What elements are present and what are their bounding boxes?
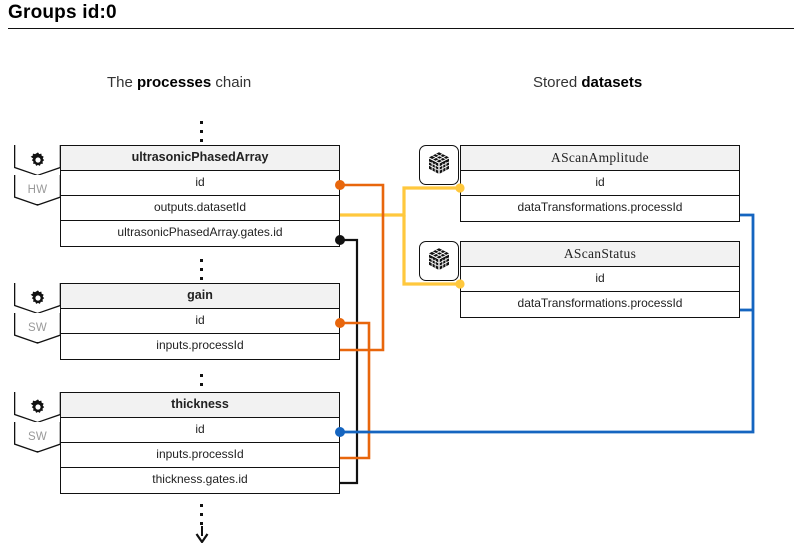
process-table-gain[interactable]: gain id inputs.processId [60, 283, 340, 360]
page-title: Groups id:0 [8, 2, 117, 23]
process-name-ultrasonicphasedarray: ultrasonicPhasedArray [61, 146, 339, 171]
process-table-thickness[interactable]: thickness id inputs.processId thickness.… [60, 392, 340, 494]
process-field-outputs-datasetid[interactable]: outputs.datasetId [61, 196, 339, 221]
process-badge-thickness: SW [14, 392, 61, 453]
process-icon-chevron [14, 283, 61, 314]
datasets-heading-emphasis: datasets [581, 74, 643, 91]
chain-end-arrow-icon [195, 526, 209, 543]
processes-heading-suffix: chain [211, 74, 252, 91]
processes-heading-emphasis: processes [137, 74, 212, 91]
page-title-bar: Groups id:0 [0, 0, 802, 30]
process-field-inputs-processid[interactable]: inputs.processId [61, 443, 339, 468]
dataset-table-ascanstatus[interactable]: AScanStatus id dataTransformations.proce… [460, 241, 740, 318]
process-field-gates-id[interactable]: ultrasonicPhasedArray.gates.id [61, 221, 339, 246]
process-icon-chevron [14, 392, 61, 423]
process-field-inputs-processid[interactable]: inputs.processId [61, 334, 339, 359]
process-name-gain: gain [61, 284, 339, 309]
dataset-field-id[interactable]: id [461, 171, 739, 196]
dataset-name-ascanamplitude: AScanAmplitude [461, 146, 739, 171]
datasets-column-heading: Stored datasets [533, 74, 642, 91]
chain-continuation-top [200, 121, 203, 148]
datasets-heading-prefix: Stored [533, 74, 582, 91]
process-icon-chevron [14, 145, 61, 176]
process-type-chevron: HW [14, 174, 61, 206]
process-type-label: SW [27, 322, 48, 335]
dataset-field-datatransformations-processid[interactable]: dataTransformations.processId [461, 292, 739, 317]
process-type-label: SW [27, 431, 48, 444]
gear-icon [28, 151, 48, 171]
processes-column-heading: The processes chain [107, 74, 251, 91]
process-type-chevron: SW [14, 312, 61, 344]
process-field-id[interactable]: id [61, 171, 339, 196]
process-name-thickness: thickness [61, 393, 339, 418]
cube-icon [427, 247, 451, 276]
process-badge-gain: SW [14, 283, 61, 344]
process-field-id[interactable]: id [61, 309, 339, 334]
dataset-name-ascanstatus: AScanStatus [461, 242, 739, 267]
process-field-gates-id[interactable]: thickness.gates.id [61, 468, 339, 493]
cube-icon [427, 151, 451, 180]
dataset-field-datatransformations-processid[interactable]: dataTransformations.processId [461, 196, 739, 221]
dataset-table-ascanamplitude[interactable]: AScanAmplitude id dataTransformations.pr… [460, 145, 740, 222]
connector-orange-gain-to-thickness [335, 318, 371, 460]
process-field-id[interactable]: id [61, 418, 339, 443]
connector-orange-upa-to-gain [335, 180, 385, 352]
title-divider [8, 28, 794, 29]
dataset-badge-ascanstatus [419, 241, 459, 281]
chain-continuation-mid-1 [200, 259, 203, 286]
dataset-badge-ascanamplitude [419, 145, 459, 185]
process-badge-ultrasonicphasedarray: HW [14, 145, 61, 206]
process-type-label: HW [27, 184, 48, 197]
processes-heading-prefix: The [107, 74, 138, 91]
gear-icon [28, 398, 48, 418]
chain-continuation-bottom [200, 504, 203, 531]
process-type-chevron: SW [14, 421, 61, 453]
dataset-field-id[interactable]: id [461, 267, 739, 292]
gear-icon [28, 289, 48, 309]
process-table-ultrasonicphasedarray[interactable]: ultrasonicPhasedArray id outputs.dataset… [60, 145, 340, 247]
